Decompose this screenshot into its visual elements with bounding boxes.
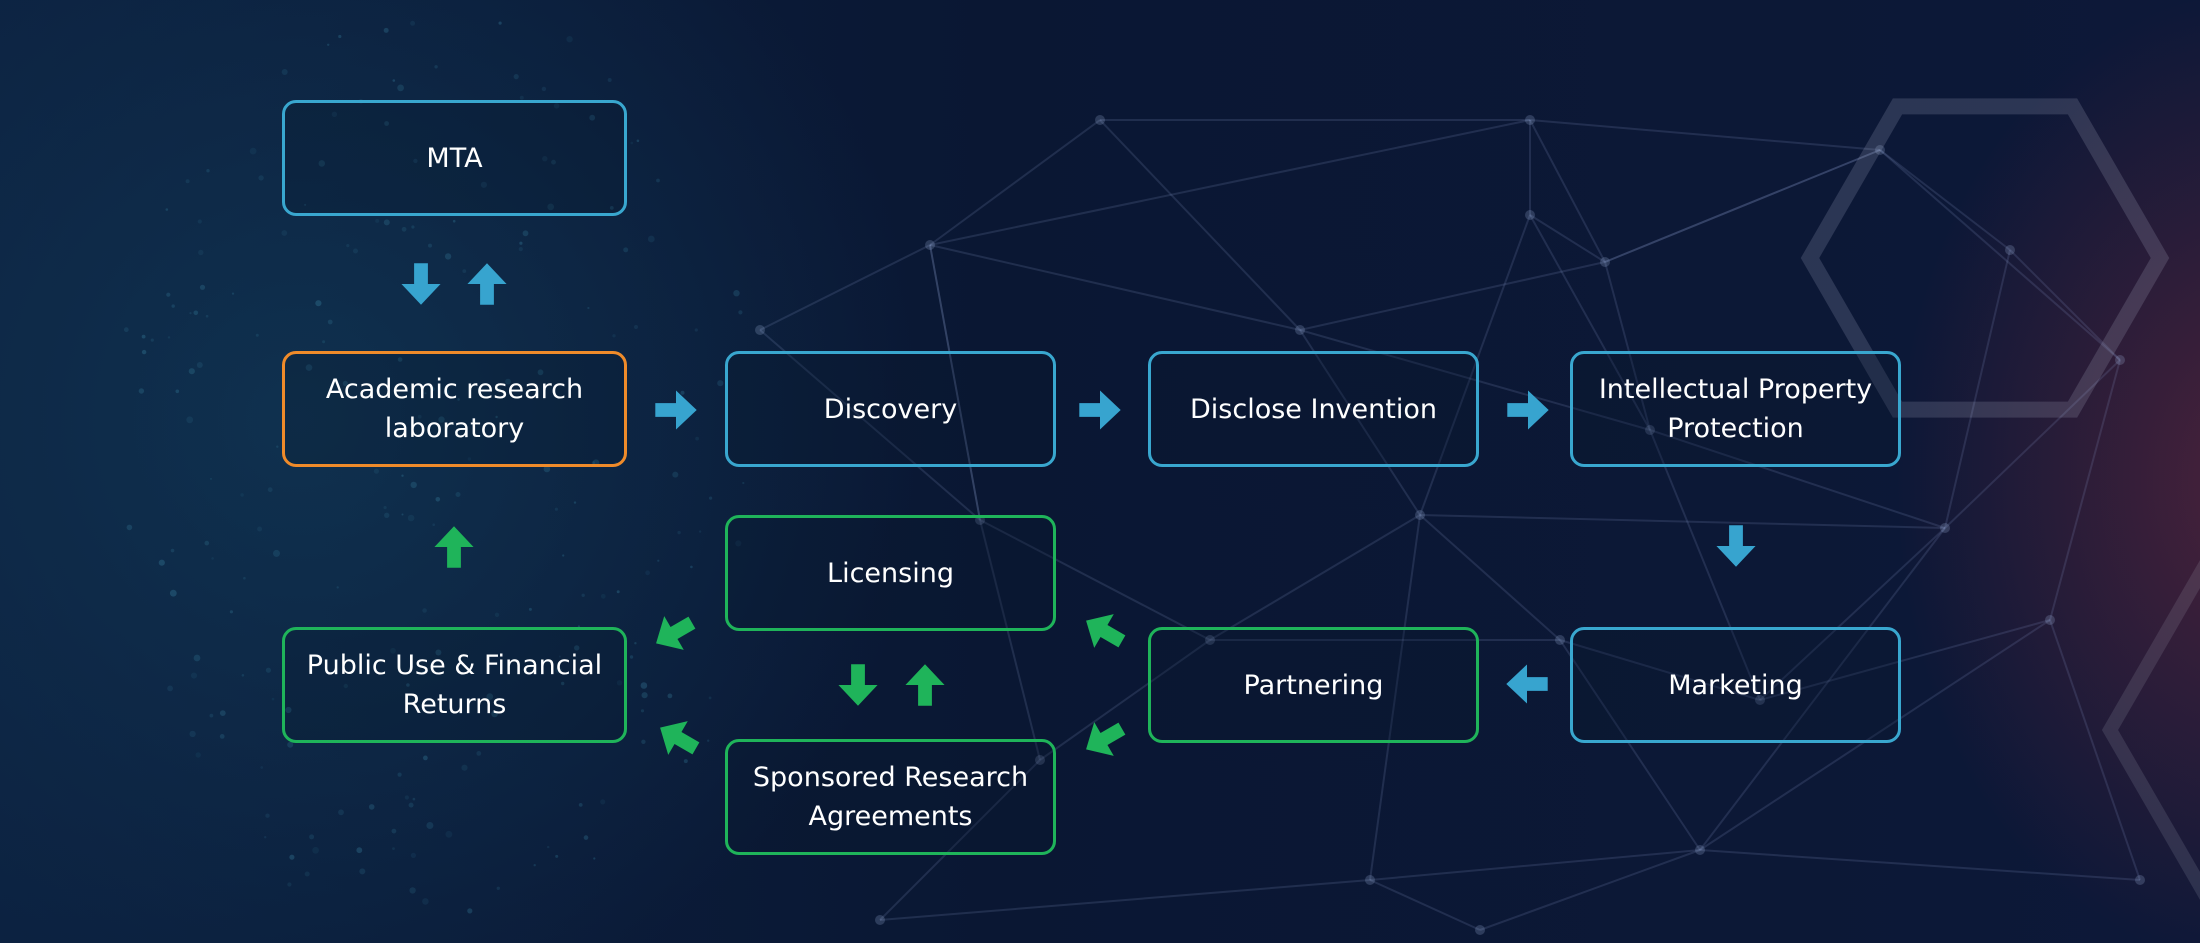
- node-disclose-invention: Disclose Invention: [1148, 351, 1479, 467]
- node-intellectual-property-protection: Intellectual Property Protection: [1570, 351, 1901, 467]
- arrow-up-icon: [431, 524, 477, 570]
- node-academic-research-laboratory: Academic research laboratory: [282, 351, 627, 467]
- arrow-left-icon: [1504, 661, 1550, 707]
- arrow-down-icon: [1713, 523, 1759, 569]
- node-partnering: Partnering: [1148, 627, 1479, 743]
- node-mta-label: MTA: [426, 142, 483, 174]
- arrow-up-icon: [464, 261, 510, 307]
- node-mta: MTA: [282, 100, 627, 216]
- arrow-up-icon: [902, 662, 948, 708]
- arrow-right-icon: [1505, 387, 1551, 433]
- node-public-use-financial-returns: Public Use & Financial Returns: [282, 627, 627, 743]
- node-sponsored-research-agreements: Sponsored Research Agreements: [725, 739, 1056, 855]
- arrow-up-left-icon: [647, 707, 710, 770]
- node-academic-research-laboratory-label: Academic research laboratory: [325, 374, 584, 444]
- arrow-down-icon: [835, 662, 881, 708]
- arrow-right-icon: [1077, 387, 1123, 433]
- node-marketing-label: Marketing: [1668, 669, 1803, 701]
- arrow-down-left-icon: [1073, 708, 1136, 771]
- node-public-use-financial-returns-label: Public Use & Financial Returns: [306, 650, 603, 720]
- node-partnering-label: Partnering: [1243, 669, 1384, 701]
- node-licensing: Licensing: [725, 515, 1056, 631]
- node-disclose-invention-label: Disclose Invention: [1190, 393, 1437, 425]
- arrow-down-left-icon: [643, 602, 706, 665]
- node-discovery: Discovery: [725, 351, 1056, 467]
- node-intellectual-property-protection-label: Intellectual Property Protection: [1598, 374, 1873, 444]
- arrow-down-icon: [398, 261, 444, 307]
- arrow-up-left-icon: [1073, 600, 1136, 663]
- node-discovery-label: Discovery: [823, 393, 958, 425]
- node-sponsored-research-agreements-label: Sponsored Research Agreements: [752, 762, 1029, 832]
- node-licensing-label: Licensing: [827, 557, 954, 589]
- node-marketing: Marketing: [1570, 627, 1901, 743]
- arrow-right-icon: [653, 387, 699, 433]
